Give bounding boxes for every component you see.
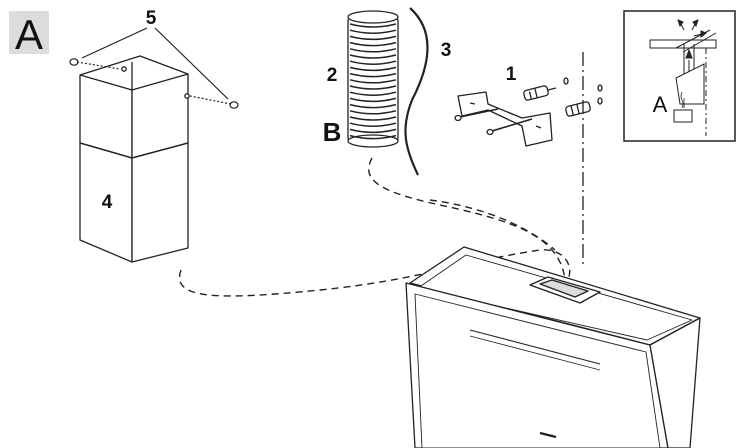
inset-diagram [623,10,736,142]
hose-ring [349,97,397,103]
hose-ring [349,72,397,78]
wall-plug-upper [523,85,557,101]
screw-left [69,58,79,66]
hose-ring [349,110,397,115]
screws [69,27,239,109]
panel-label-box: A [9,11,49,58]
hose-ring [349,54,397,59]
hose-ring [349,103,397,109]
inset-label: A [653,92,668,117]
hose-ring [349,85,397,90]
hose-ring [349,134,397,140]
panel-label: A [15,11,43,58]
power-cable [404,7,429,176]
chimney-label: 4 [102,192,113,213]
hose-ring [349,66,397,72]
hose-ring [349,128,397,134]
cable-label: 3 [441,40,452,61]
screw-right [229,101,239,109]
hose-ring [349,48,397,53]
wall-bracket [454,77,603,147]
chimney-cover [79,55,190,263]
hose-ring [349,41,397,47]
flexible-hose [347,10,399,148]
screws-label: 5 [146,8,157,29]
wall-plug-lower [565,101,591,117]
hose-ring [349,35,397,41]
hose-ring [349,116,397,121]
hose-ring [349,91,397,96]
assembly-paths [178,157,571,297]
hose-ring [349,122,397,127]
hose-ring [349,23,397,28]
hose-ring [349,60,397,65]
cooker-hood [405,246,701,448]
hose-ring [349,79,397,84]
bracket-label: 1 [506,64,517,85]
hose-label: 2 [327,65,338,86]
hose-option-label: B [323,117,342,147]
hose-ring [349,29,397,34]
